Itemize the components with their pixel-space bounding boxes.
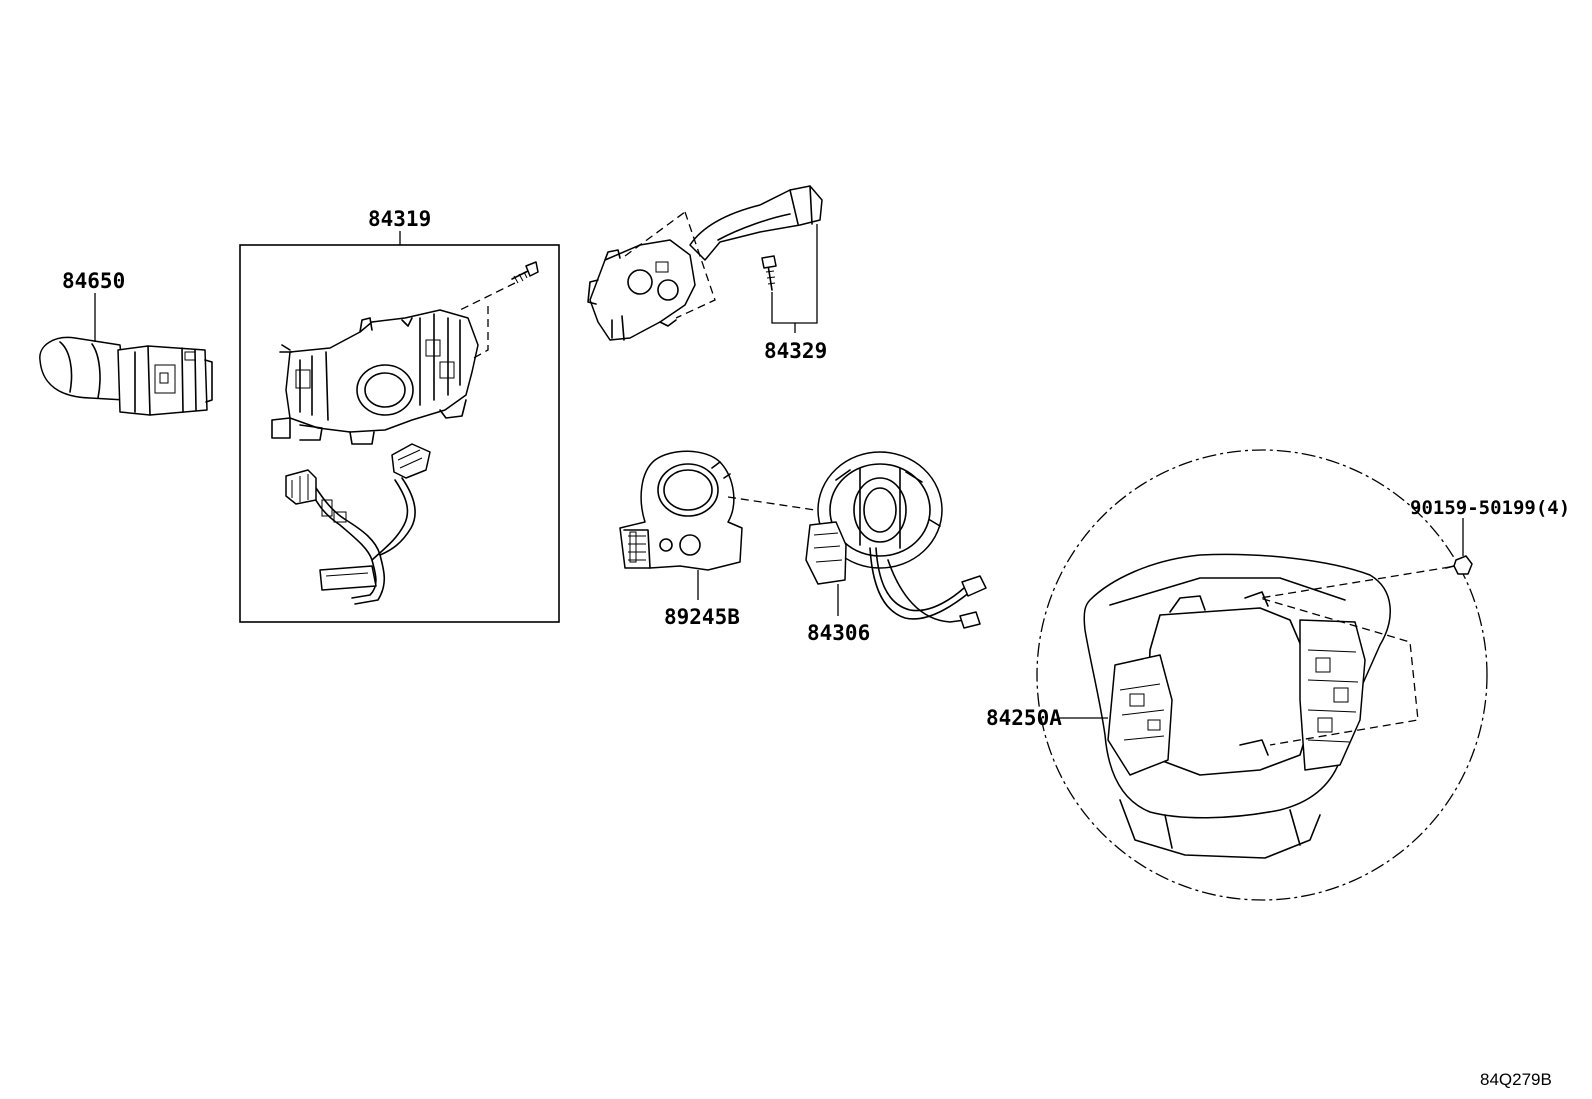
install-line-sensor-to-spiral [727,496,816,511]
label-84250A: 84250A [986,706,1062,730]
label-90159-50199: 90159-50199(4) [1410,497,1570,519]
part-84306-spiral-cable[interactable] [805,451,987,629]
part-89245B-steering-sensor[interactable] [619,450,743,571]
label-89245B: 89245B [664,605,740,629]
drawing-code: 84Q279B [1480,1070,1552,1089]
label-84650: 84650 [62,269,125,293]
part-84250A-steering-wheel[interactable] [1083,553,1391,859]
label-84319: 84319 [368,207,431,231]
frame-84319 [239,244,560,623]
install-line-84319-screw [459,282,516,361]
install-line-84329-lever [624,211,716,319]
part-84650-wiper-switch[interactable] [39,336,213,416]
steering-wheel-outline [1036,449,1488,901]
screw-84319[interactable] [511,261,539,284]
part-84319-wire-harness [285,443,431,605]
label-84306: 84306 [807,621,870,645]
screw-84329[interactable] [761,255,777,291]
leader-84329 [771,224,818,333]
part-84319-switch-body[interactable] [271,309,479,445]
screw-90159-50199[interactable] [1445,555,1473,575]
part-84329-light-switch[interactable] [587,185,823,341]
label-84329: 84329 [764,339,827,363]
